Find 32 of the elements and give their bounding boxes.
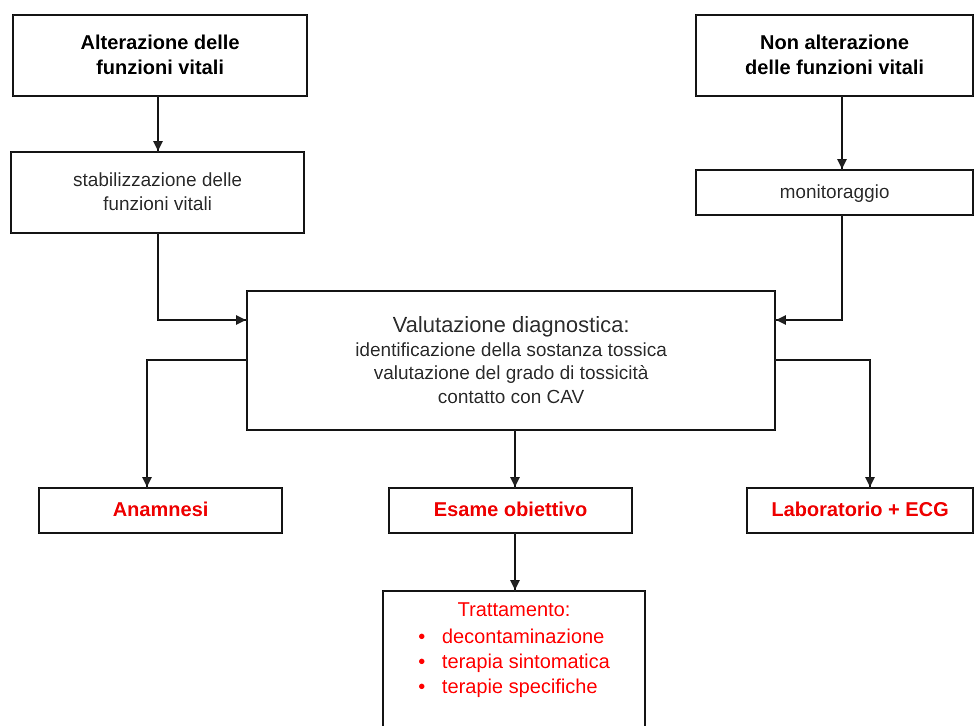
box-text-line: identificazione della sostanza tossica [355, 338, 667, 362]
process-box [695, 169, 974, 216]
process-box [388, 487, 633, 534]
arrow [157, 234, 246, 325]
box-text: monitoraggio [780, 180, 890, 204]
box-text: stabilizzazione delle funzioni vitali [72, 168, 243, 216]
list-item: • terapie specifiche [418, 675, 599, 700]
list-heading: Trattamento: [458, 598, 570, 623]
box-text: Non alterazione delle funzioni vitali [744, 30, 925, 80]
process-box [38, 487, 283, 534]
arrow [837, 97, 847, 169]
arrow [776, 359, 875, 487]
process-box [382, 590, 646, 726]
box-text: Laboratorio + ECG [771, 498, 949, 523]
box-text: Esame obiettivo [434, 498, 588, 523]
arrow [142, 359, 246, 487]
box-text-line: valutazione del grado di tossicità [374, 362, 648, 386]
list-item: • decontaminazione [418, 625, 606, 650]
arrow [510, 431, 520, 487]
arrow [153, 97, 163, 151]
box-text: Alterazione delle funzioni vitali [80, 30, 240, 80]
process-box [12, 14, 308, 97]
box-text: Anamnesi [112, 498, 208, 523]
arrow [776, 216, 843, 325]
process-box [695, 14, 974, 97]
process-box [246, 290, 776, 431]
arrow [510, 534, 520, 590]
box-heading: Valutazione diagnostica: [392, 311, 630, 339]
box-text-line: contatto con CAV [438, 386, 584, 410]
process-box [746, 487, 974, 534]
process-box [10, 151, 305, 234]
list-item: • terapia sintomatica [418, 650, 610, 675]
